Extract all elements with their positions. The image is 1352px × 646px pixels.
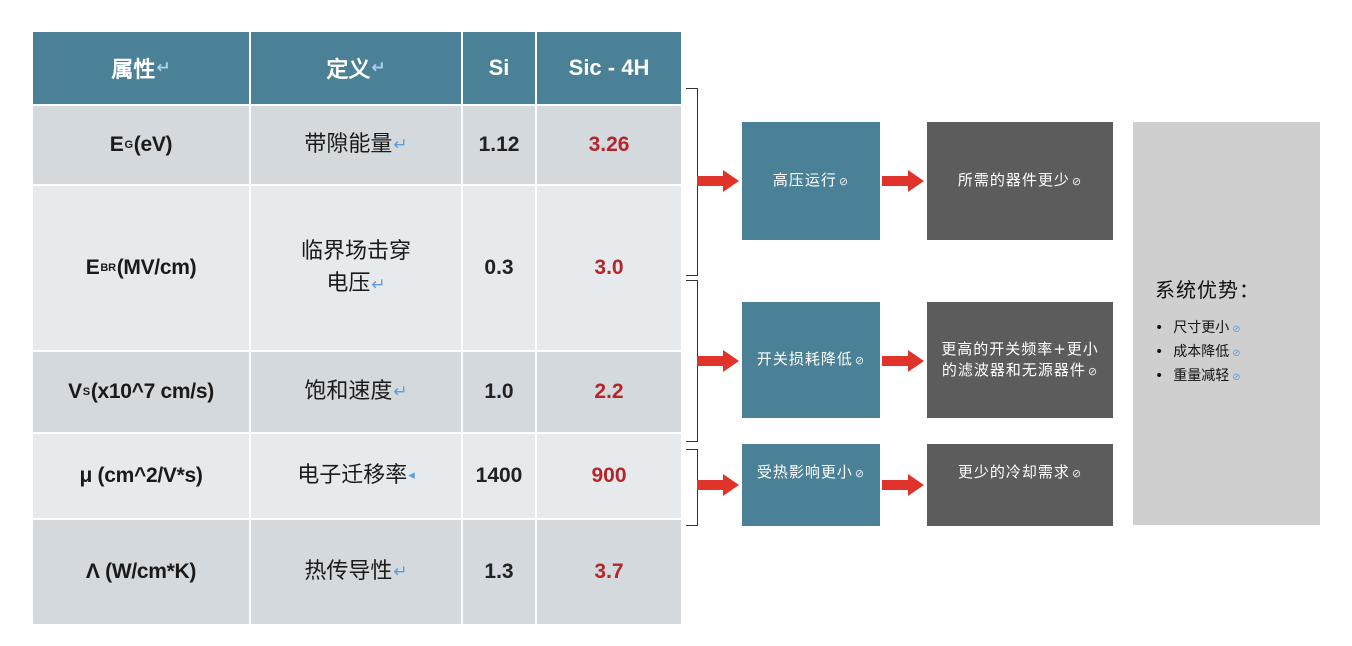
arrow-right-icon xyxy=(882,350,924,372)
si-value: 1400 xyxy=(463,434,537,518)
sic-value: 3.7 xyxy=(537,520,681,624)
advantages-title: 系统优势： xyxy=(1155,278,1260,302)
header-property: 属性↵ xyxy=(33,32,251,104)
definition-cell: 临界场击穿电压↵ xyxy=(251,186,463,350)
result-box-less-cooling: 更少的冷却需求⊘ xyxy=(927,444,1113,526)
list-item: 成本降低⊘ xyxy=(1155,341,1320,365)
si-value: 1.3 xyxy=(463,520,537,624)
si-value: 0.3 xyxy=(463,186,537,350)
header-sic: Sic - 4H xyxy=(537,32,681,104)
table-row: μ (cm^2/V*s) 电子迁移率◂ 1400 900 xyxy=(33,434,681,520)
arrow-right-icon xyxy=(697,474,739,496)
si-value: 1.12 xyxy=(463,106,537,184)
arrow-right-icon xyxy=(882,474,924,496)
system-advantages-panel: 系统优势： 尺寸更小⊘ 成本降低⊘ 重量减轻⊘ xyxy=(1133,122,1320,525)
header-si: Si xyxy=(463,32,537,104)
arrow-right-icon xyxy=(697,350,739,372)
property-cell: Λ (W/cm*K) xyxy=(33,520,251,624)
result-box-higher-frequency: 更高的开关频率+更小的滤波器和无源器件⊘ xyxy=(927,302,1113,418)
arrow-right-icon xyxy=(882,170,924,192)
benefit-box-low-switching-loss: 开关损耗降低⊘ xyxy=(742,302,880,418)
definition-cell: 带隙能量↵ xyxy=(251,106,463,184)
property-cell: μ (cm^2/V*s) xyxy=(33,434,251,518)
sic-value: 3.26 xyxy=(537,106,681,184)
benefit-box-high-voltage: 高压运行⊘ xyxy=(742,122,880,240)
table-row: Λ (W/cm*K) 热传导性↵ 1.3 3.7 xyxy=(33,520,681,624)
definition-cell: 电子迁移率◂ xyxy=(251,434,463,518)
advantages-list: 尺寸更小⊘ 成本降低⊘ 重量减轻⊘ xyxy=(1155,317,1320,389)
benefit-box-less-thermal-impact: 受热影响更小⊘ xyxy=(742,444,880,526)
definition-cell: 饱和速度↵ xyxy=(251,352,463,432)
list-item: 尺寸更小⊘ xyxy=(1155,317,1320,341)
si-value: 1.0 xyxy=(463,352,537,432)
result-box-fewer-devices: 所需的器件更少⊘ xyxy=(927,122,1113,240)
table-header-row: 属性↵ 定义↵ Si Sic - 4H xyxy=(33,32,681,106)
sic-value: 3.0 xyxy=(537,186,681,350)
sic-value: 2.2 xyxy=(537,352,681,432)
sic-value: 900 xyxy=(537,434,681,518)
arrow-right-icon xyxy=(697,170,739,192)
header-definition: 定义↵ xyxy=(251,32,463,104)
list-item: 重量减轻⊘ xyxy=(1155,365,1320,389)
definition-cell: 热传导性↵ xyxy=(251,520,463,624)
